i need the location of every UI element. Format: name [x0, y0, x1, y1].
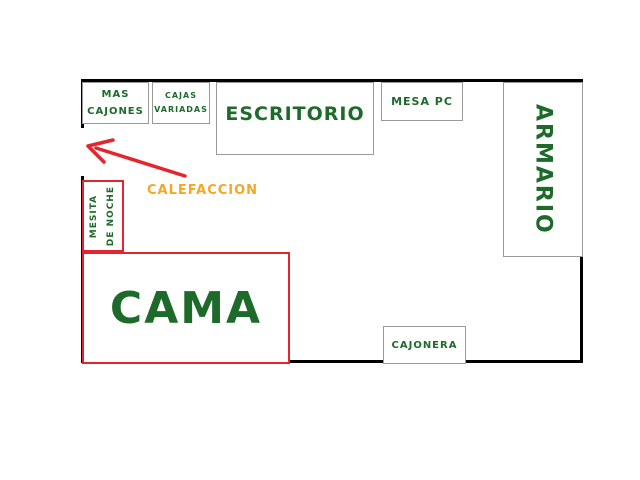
mas-cajones-box: MAS CAJONES: [82, 82, 149, 124]
cama-box: CAMA: [82, 252, 290, 364]
mesita-de-noche-box: MESITA DE NOCHE: [82, 180, 124, 252]
mesa-pc-label: MESA PC: [391, 95, 453, 108]
cajonera-label: CAJONERA: [391, 339, 458, 351]
mesita-label-1: MESITA: [89, 194, 99, 238]
cajas-variadas-label-2: VARIADAS: [154, 105, 208, 114]
mas-cajones-label-2: CAJONES: [87, 106, 144, 117]
calefaccion-label: CALEFACCION: [147, 183, 259, 198]
armario-box: ARMARIO: [503, 82, 583, 257]
mas-cajones-label-1: MAS: [101, 89, 130, 100]
cajonera-box: CAJONERA: [383, 326, 466, 364]
escritorio-box: ESCRITORIO: [216, 82, 374, 155]
mesa-pc-box: MESA PC: [381, 82, 463, 121]
cajas-variadas-label-1: CAJAS: [164, 91, 197, 100]
armario-label: ARMARIO: [530, 104, 556, 235]
cama-label: CAMA: [109, 282, 263, 334]
cajas-variadas-box: CAJAS VARIADAS: [152, 82, 210, 124]
doorway-gap: [80, 128, 86, 176]
escritorio-label: ESCRITORIO: [225, 103, 365, 125]
mesita-label-2: DE NOCHE: [106, 185, 116, 247]
